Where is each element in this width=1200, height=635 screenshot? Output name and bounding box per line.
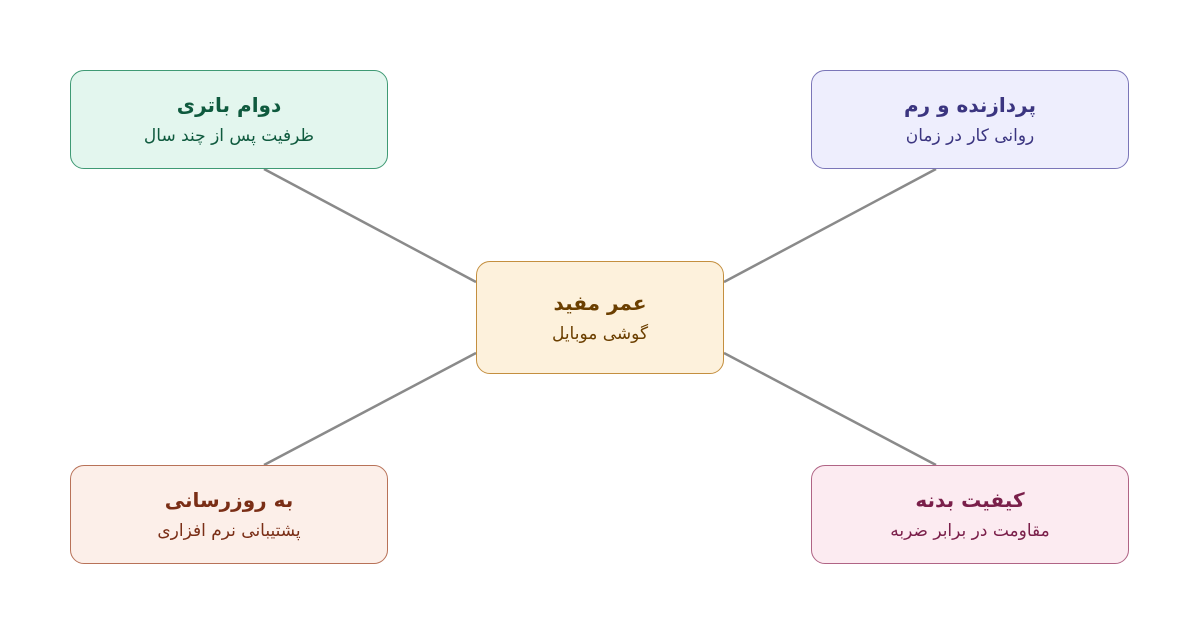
branch-node-title: پردازنده و رم <box>904 92 1036 117</box>
branch-node-build-quality[interactable]: کیفیت بدنه مقاومت در برابر ضربه <box>811 465 1129 564</box>
branch-node-subtitle: مقاومت در برابر ضربه <box>890 520 1050 541</box>
edge-center-to-build-quality <box>723 351 937 467</box>
branch-node-processor[interactable]: پردازنده و رم روانی کار در زمان <box>811 70 1129 169</box>
branch-node-title: کیفیت بدنه <box>915 487 1025 512</box>
branch-node-subtitle: ظرفیت پس از چند سال <box>143 125 315 146</box>
center-node[interactable]: عمر مفید گوشی موبایل <box>476 261 724 374</box>
edge-center-to-processor <box>723 167 937 284</box>
branch-node-subtitle: روانی کار در زمان <box>905 125 1035 146</box>
edge-center-to-updates <box>263 351 477 467</box>
branch-node-subtitle: پشتیبانی نرم افزاری <box>157 520 301 541</box>
edge-center-to-battery <box>263 167 477 284</box>
center-node-subtitle: گوشی موبایل <box>551 323 649 344</box>
branch-node-title: دوام باتری <box>176 92 282 117</box>
branch-node-battery[interactable]: دوام باتری ظرفیت پس از چند سال <box>70 70 388 169</box>
branch-node-updates[interactable]: به روزرسانی پشتیبانی نرم افزاری <box>70 465 388 564</box>
center-node-title: عمر مفید <box>553 290 647 315</box>
branch-node-title: به روزرسانی <box>164 487 294 512</box>
